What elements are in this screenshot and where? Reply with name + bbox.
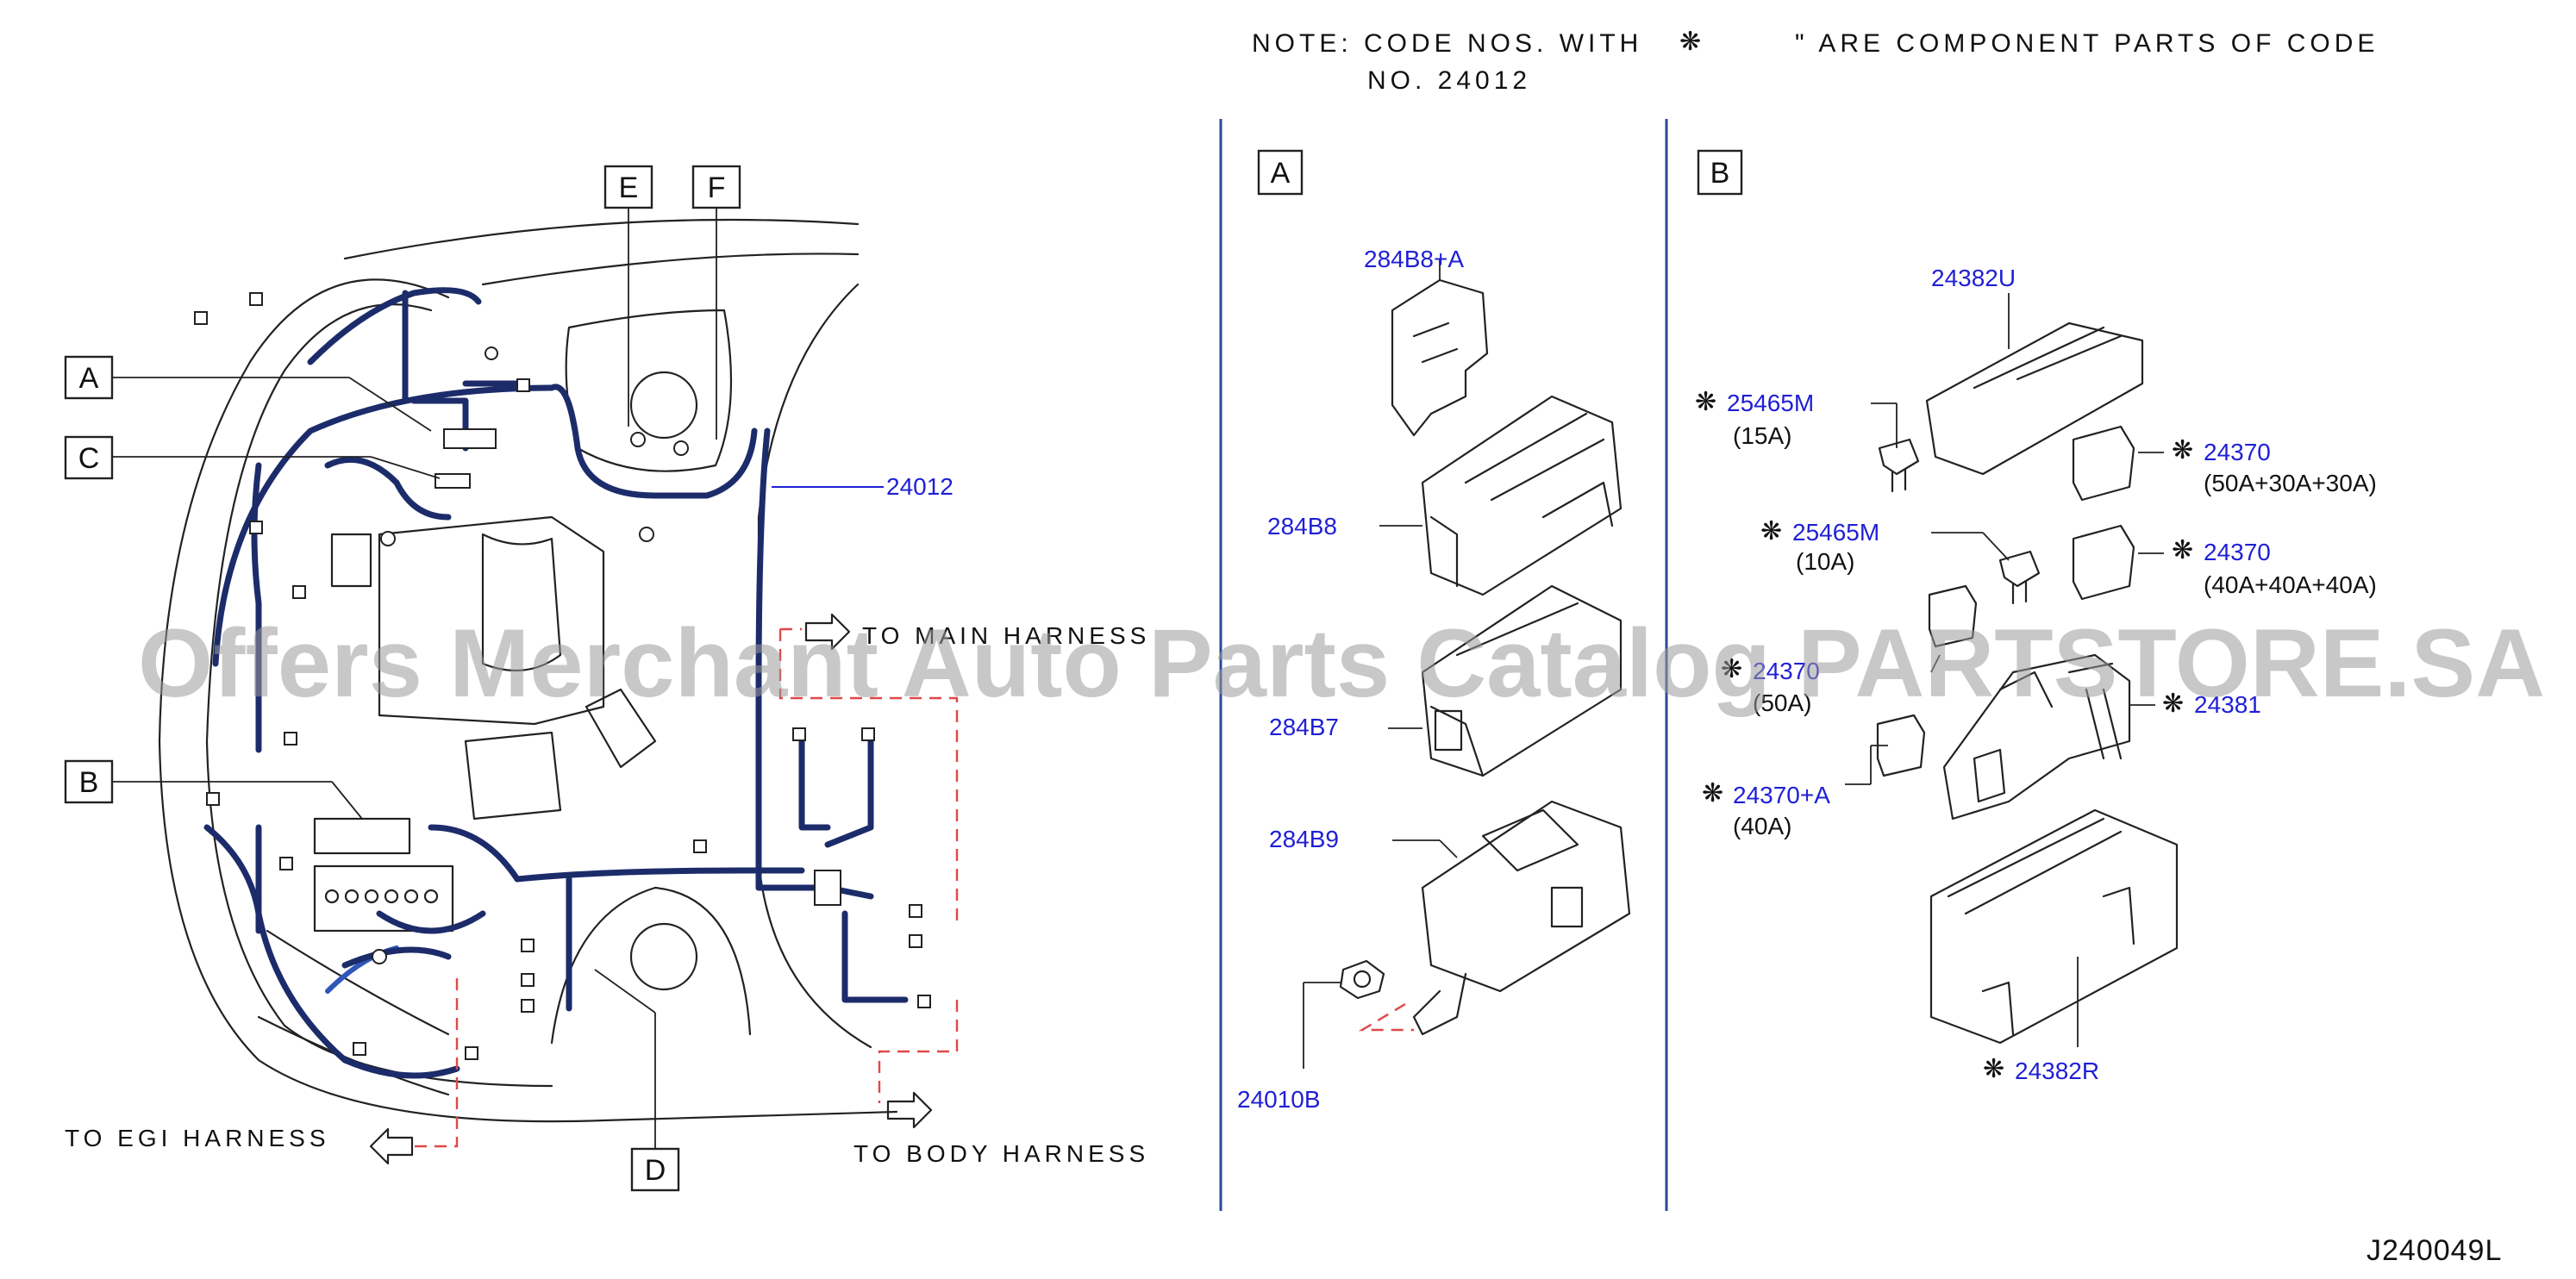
part-24370-c: 24370: [1753, 658, 1820, 684]
harness-arrows: [369, 613, 933, 1165]
rating-25465m-10a: (10A): [1796, 548, 1854, 575]
star-24370-b: ❋: [2172, 536, 2193, 565]
panel-b: B 24382U ❋ 25465M (15A) ❋ 24370 (50A+30A…: [1695, 149, 2377, 1084]
arrow-to-main-icon: [804, 613, 851, 651]
star-24370-c: ❋: [1721, 655, 1742, 683]
arrow-to-body-icon: [886, 1091, 933, 1129]
to-main-harness-label: TO MAIN HARNESS: [862, 622, 1150, 649]
part-284b8: 284B8: [1267, 513, 1337, 540]
to-body-harness-label: TO BODY HARNESS: [853, 1140, 1149, 1167]
part-24370a: 24370+A: [1733, 782, 1830, 808]
part-284b8a: 284B8+A: [1364, 246, 1464, 272]
panel-a: A 284B8+A 284B8 284B7 284B9 24010B: [1237, 149, 1631, 1113]
diagram-reference: J240049L: [2367, 1234, 2502, 1267]
note-line2: NO. 24012: [1367, 66, 1531, 95]
callout-e: E: [619, 172, 639, 204]
engine-bay-drawing: [158, 218, 898, 1123]
rating-25465m-15a: (15A): [1733, 422, 1791, 449]
star-24370-a: ❋: [2172, 436, 2193, 465]
panel-a-label: A: [1271, 157, 1291, 190]
panel-b-label: B: [1710, 157, 1730, 190]
rating-24370-a: (50A+30A+30A): [2204, 470, 2377, 496]
part-24381: 24381: [2194, 691, 2261, 718]
callout-d: D: [645, 1154, 666, 1187]
star-24382r: ❋: [1983, 1055, 2004, 1083]
watermark: Offers Merchant Auto Parts Catalog PARTS…: [138, 609, 2545, 717]
callout-c: C: [78, 442, 100, 475]
note-symbol: ❋: [1679, 28, 1701, 56]
main-harness-wiring: [194, 287, 931, 1079]
dashed-connection-leads: [414, 627, 1414, 1148]
part-24370-b: 24370: [2204, 539, 2271, 565]
part-24382u: 24382U: [1931, 265, 2016, 291]
part-25465m-10a: 25465M: [1792, 519, 1879, 546]
note-line1-suffix: " ARE COMPONENT PARTS OF CODE: [1795, 29, 2379, 58]
rating-24370-b: (40A+40A+40A): [2204, 571, 2377, 598]
part-24370-a: 24370: [2204, 439, 2271, 465]
to-egi-harness-label: TO EGI HARNESS: [65, 1125, 330, 1151]
star-24370a: ❋: [1702, 779, 1723, 808]
rating-24370-c: (50A): [1753, 689, 1811, 716]
harness-part-24012: 24012: [886, 473, 953, 500]
star-24381: ❋: [2162, 689, 2184, 718]
star-25465m-15a: ❋: [1695, 388, 1716, 416]
part-284b7: 284B7: [1269, 714, 1339, 740]
note-header: NOTE: CODE NOS. WITH ❋ " ARE COMPONENT P…: [1252, 28, 2379, 95]
part-284b9: 284B9: [1269, 826, 1339, 852]
part-25465m-15a: 25465M: [1727, 390, 1814, 416]
part-24382r: 24382R: [2015, 1058, 2099, 1084]
note-line1-prefix: NOTE: CODE NOS. WITH: [1252, 29, 1642, 58]
part-24010b: 24010B: [1237, 1086, 1321, 1113]
callout-letters: A C B E F D: [64, 165, 741, 1192]
callout-a: A: [79, 362, 99, 395]
star-25465m-10a: ❋: [1760, 517, 1782, 546]
arrow-to-egi-icon: [369, 1127, 414, 1165]
callout-f: F: [708, 172, 726, 204]
callout-b: B: [79, 766, 99, 799]
rating-24370a: (40A): [1733, 813, 1791, 839]
